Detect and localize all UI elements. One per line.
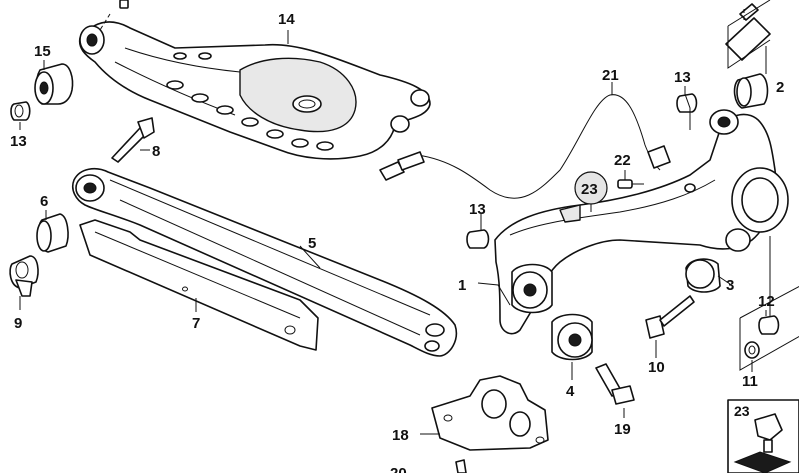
callout-13-left: 13 <box>10 133 27 150</box>
mount-9[interactable] <box>9 255 39 297</box>
speed-sensor-cable[interactable] <box>379 94 671 199</box>
lower-control-arm[interactable] <box>71 167 458 357</box>
rubber-mount-18[interactable] <box>431 375 549 473</box>
callout-8: 8 <box>152 143 160 160</box>
trailing-arm[interactable] <box>494 109 789 335</box>
washer-11[interactable] <box>744 341 760 359</box>
bushing-15[interactable] <box>34 63 74 105</box>
bolt-19[interactable] <box>595 363 635 405</box>
clip-23-inset[interactable] <box>727 399 799 473</box>
leader-lines <box>19 30 767 435</box>
callout-3: 3 <box>726 277 734 294</box>
callout-21: 21 <box>602 67 619 84</box>
callout-12: 12 <box>758 293 775 310</box>
bolt-8[interactable] <box>111 117 155 163</box>
bushing-4[interactable] <box>551 313 593 361</box>
callout-9: 9 <box>14 315 22 332</box>
callout-22: 22 <box>614 152 631 169</box>
callout-13-right: 13 <box>674 69 691 86</box>
callout-labels: 14 15 13 8 6 9 7 5 1 4 21 13 22 23 13 2 … <box>10 11 784 473</box>
callout-11: 11 <box>742 373 758 390</box>
callout-19: 19 <box>614 421 631 438</box>
screw-22[interactable] <box>617 179 644 189</box>
bushing-2[interactable] <box>725 3 771 109</box>
callout-23-badge: 23 <box>581 181 598 198</box>
callout-18: 18 <box>392 427 409 444</box>
bolt-10[interactable] <box>645 295 695 339</box>
nut-12[interactable] <box>758 315 780 335</box>
nut-13-left[interactable] <box>10 101 31 121</box>
callout-4: 4 <box>566 383 575 400</box>
reference-boxes <box>727 0 799 371</box>
callout-6: 6 <box>40 193 48 210</box>
callout-14: 14 <box>278 11 295 28</box>
callout-15: 15 <box>34 43 51 60</box>
callout-23-inset: 23 <box>734 403 750 419</box>
guard-plate[interactable] <box>79 219 319 351</box>
bushing-6[interactable] <box>36 213 69 253</box>
callout-5: 5 <box>308 235 316 252</box>
nut-13-right-top[interactable] <box>676 93 698 113</box>
nut-13-center[interactable] <box>466 229 490 249</box>
callout-10: 10 <box>648 359 665 376</box>
callout-13-center: 13 <box>469 201 486 218</box>
callout-20: 20 <box>390 465 407 473</box>
upper-control-arm[interactable] <box>78 0 431 160</box>
callout-2: 2 <box>776 79 784 96</box>
callout-7: 7 <box>192 315 200 332</box>
callout-1: 1 <box>458 277 466 294</box>
bushing-3[interactable] <box>685 258 721 293</box>
